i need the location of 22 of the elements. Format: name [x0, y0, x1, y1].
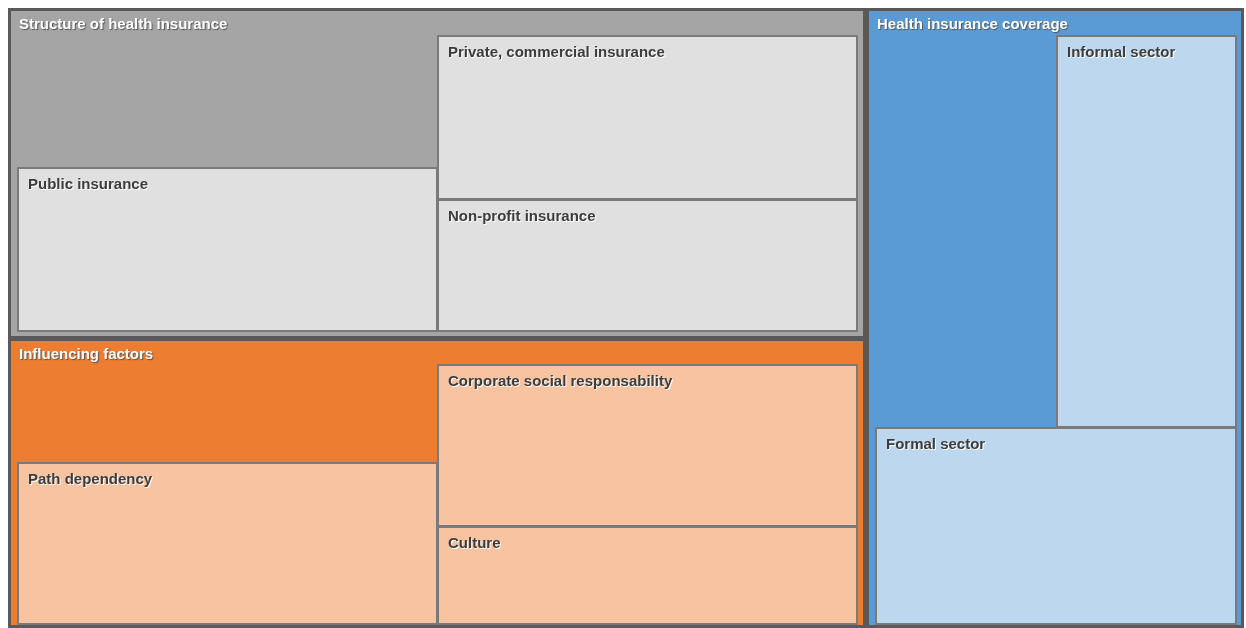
treemap-tile	[437, 364, 858, 527]
treemap-tile	[1056, 35, 1237, 428]
treemap-group	[8, 338, 866, 628]
tile-label: Corporate social responsability	[448, 372, 673, 389]
treemap-tile	[437, 35, 858, 200]
tile-label: Path dependency	[28, 470, 153, 487]
tile-label: Public insurance	[28, 175, 149, 192]
treemap-group	[8, 8, 866, 339]
treemap-group	[866, 8, 1244, 628]
tile-label: Private, commercial insurance	[448, 43, 665, 60]
treemap-tile	[17, 167, 438, 332]
tile-label: Informal sector	[1067, 43, 1176, 60]
tile-label: Non-profit insurance	[448, 207, 596, 224]
treemap-tile	[875, 427, 1237, 625]
treemap-tile	[17, 462, 438, 625]
tile-label: Culture	[448, 534, 501, 551]
treemap-tile	[437, 526, 858, 625]
treemap-tile	[437, 199, 858, 332]
tile-label: Formal sector	[886, 435, 986, 452]
group-heading: Structure of health insurance	[19, 15, 228, 32]
group-heading: Influencing factors	[19, 345, 154, 362]
group-heading: Health insurance coverage	[877, 15, 1068, 32]
